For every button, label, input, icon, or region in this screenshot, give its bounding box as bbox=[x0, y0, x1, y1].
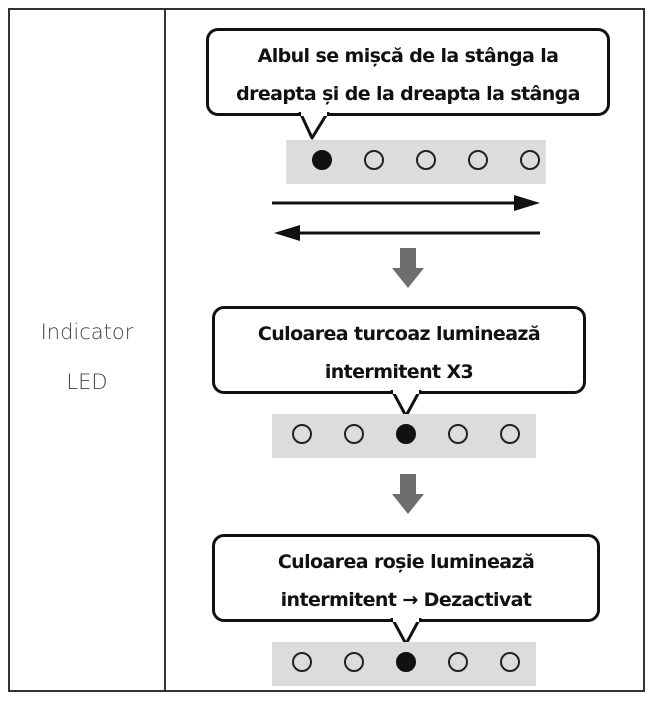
led-dot-off bbox=[292, 424, 312, 444]
led-dot-on bbox=[396, 652, 416, 672]
step-3-caption-line-1: Culoarea roșie luminează bbox=[277, 551, 535, 573]
led-dot-off bbox=[468, 150, 488, 170]
led-dot-on bbox=[312, 150, 332, 170]
step-1-caption-line-1: Albul se mișcă de la stânga la bbox=[257, 45, 559, 67]
led-dot-on bbox=[396, 424, 416, 444]
step-1-caption-line-2: dreapta și de la dreapta la stânga bbox=[236, 83, 580, 105]
step-3-caption-line-2: intermitent → Dezactivat bbox=[280, 589, 532, 611]
led-dot-off bbox=[344, 424, 364, 444]
led-dot-off bbox=[520, 150, 540, 170]
step-3-led-strip bbox=[272, 642, 536, 686]
led-dot-off bbox=[292, 652, 312, 672]
step-2-caption-line-2: intermitent X3 bbox=[324, 361, 474, 383]
step-2-caption-line-1: Culoarea turcoaz luminează bbox=[257, 323, 541, 345]
step-3-bubble-tail bbox=[390, 618, 422, 646]
led-dot-off bbox=[500, 424, 520, 444]
row-label-line-2: LED bbox=[66, 370, 108, 394]
instruction-table bbox=[8, 8, 645, 692]
step-2-led-strip bbox=[272, 414, 536, 458]
led-dot-off bbox=[448, 652, 468, 672]
led-dot-off bbox=[364, 150, 384, 170]
step-1-bubble-tail bbox=[298, 112, 330, 140]
led-dot-off bbox=[416, 150, 436, 170]
step-1-led-strip bbox=[286, 140, 546, 184]
step-3-caption-bubble: Culoarea roșie luminează intermitent → D… bbox=[212, 534, 600, 622]
led-dot-off bbox=[344, 652, 364, 672]
step-1-caption-bubble: Albul se mișcă de la stânga la dreapta ș… bbox=[206, 28, 610, 116]
column-divider bbox=[164, 8, 166, 692]
row-label-cell: Indicator LED bbox=[10, 8, 164, 692]
led-dot-off bbox=[500, 652, 520, 672]
led-dot-off bbox=[448, 424, 468, 444]
row-label-line-1: Indicator bbox=[40, 320, 134, 344]
step-2-bubble-tail bbox=[390, 390, 422, 418]
